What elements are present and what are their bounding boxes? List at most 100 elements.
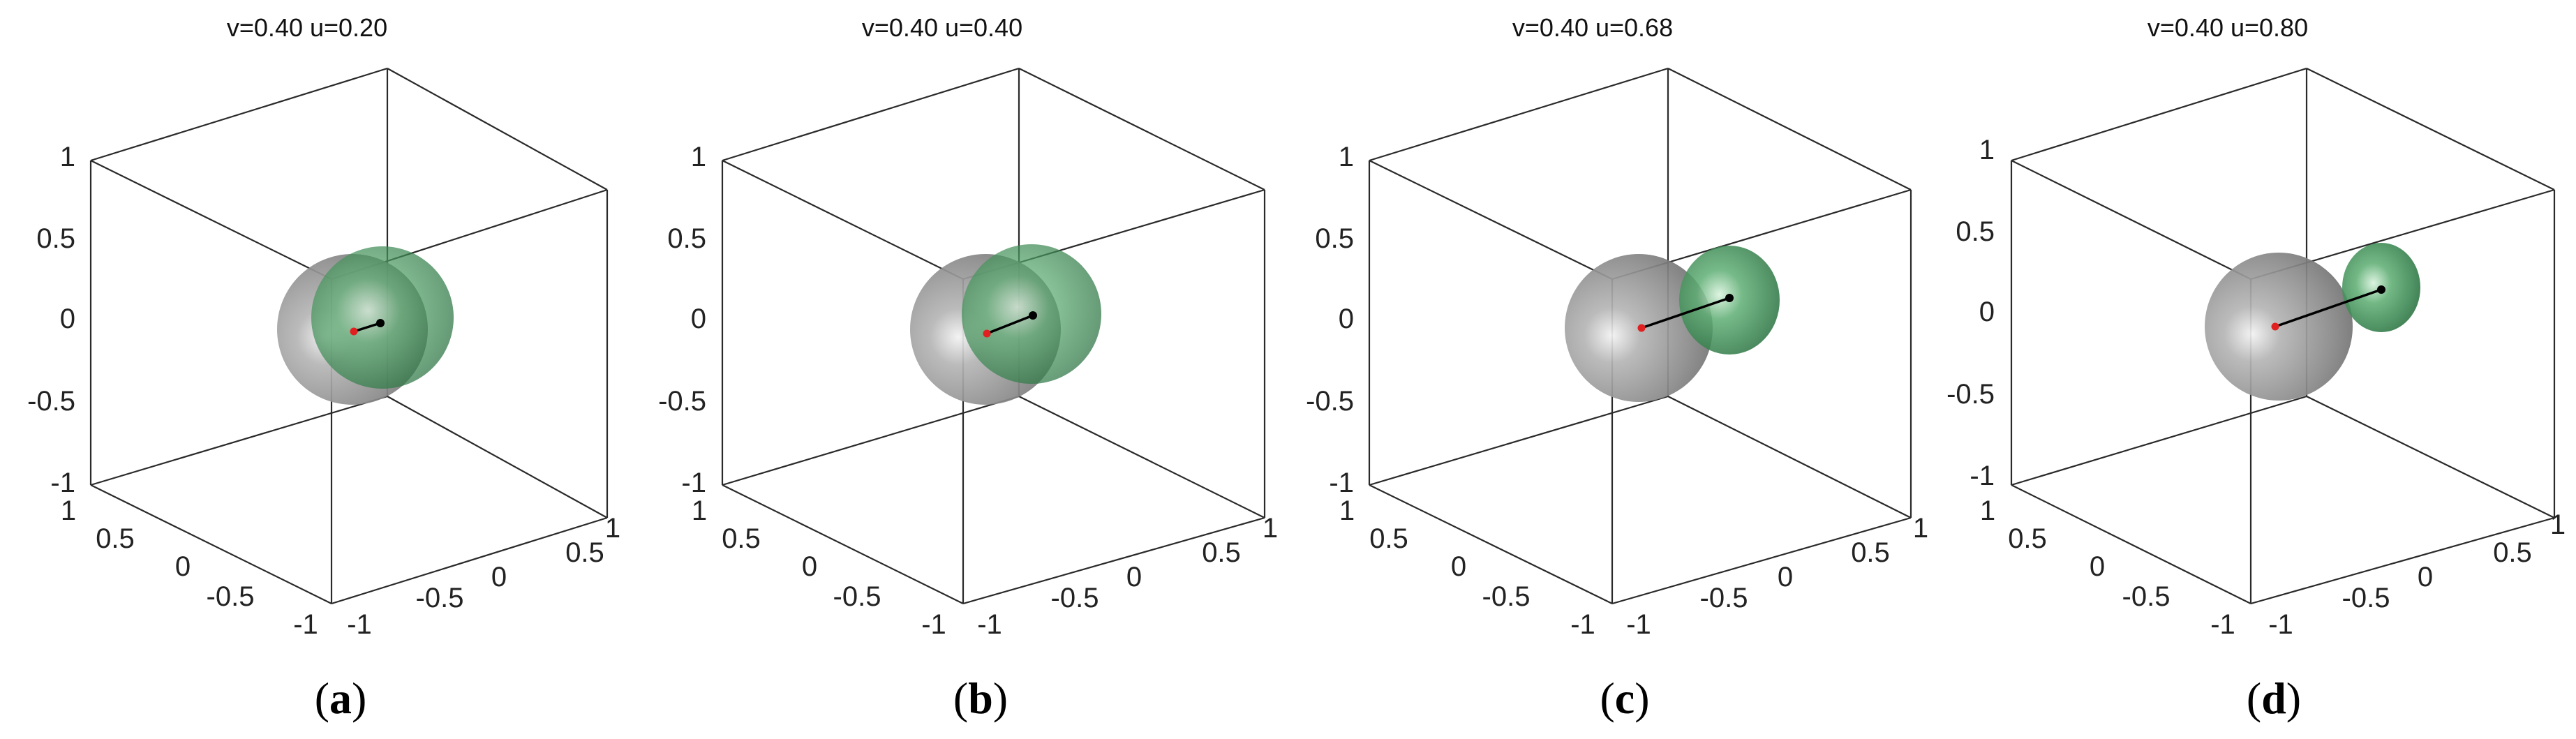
axis-tick-label: 0: [1979, 297, 1995, 327]
axis-tick-label: 0.5: [2008, 523, 2047, 554]
cube-edge: [1018, 396, 1265, 518]
cube-edge: [387, 396, 608, 518]
panel-c: v=0.40 u=0.68 1 0.5 0 -0.5 -1: [1306, 13, 1928, 723]
cube-edge: [90, 395, 388, 486]
panel-d: v=0.40 u=0.80 1 0.5 0 -0.5 -1: [1946, 13, 2566, 723]
axis-tick-label: -1: [1970, 461, 1995, 491]
axis-tick-label: 0.5: [36, 223, 75, 254]
axis-tick-label: 0.5: [565, 537, 604, 568]
axis-tick-label: 1: [1979, 135, 1995, 165]
red-center-d: [2271, 322, 2279, 331]
x-axis-ticks-a: 1 0.5 0 -0.5 -1: [61, 495, 318, 640]
cube-edge: [722, 395, 1020, 486]
axis-tick-label: -1: [1570, 609, 1595, 640]
cube-edge: [2306, 68, 2555, 191]
panel-label-part: ): [352, 673, 366, 723]
panel-title-a: v=0.40 u=0.20: [227, 13, 387, 42]
x-axis-ticks-b: 1 0.5 0 -0.5 -1: [692, 495, 946, 640]
panel-title-c: v=0.40 u=0.68: [1512, 13, 1673, 42]
axis-tick-label: 0: [2418, 562, 2433, 592]
panel-label-d: (d): [2247, 673, 2301, 723]
panel-label-part: ): [993, 673, 1008, 723]
axis-tick-label: -1: [681, 468, 706, 498]
axis-tick-label: 0: [491, 562, 507, 592]
axis-tick-label: 1: [1263, 513, 1278, 544]
red-center-a: [350, 327, 358, 336]
axis-tick-label: -0.5: [1946, 379, 1995, 410]
axis-tick-label: 1: [1980, 495, 1995, 526]
cube-frame-d: [2010, 67, 2556, 605]
cube-edge: [1611, 516, 1912, 605]
black-center-d: [2377, 285, 2385, 294]
red-center-b: [983, 329, 991, 338]
cube-edge: [2011, 484, 2251, 604]
cube-edge: [90, 484, 332, 604]
axis-tick-label: 0: [802, 551, 817, 582]
axis-tick-label: -0.5: [416, 583, 464, 613]
axis-tick-label: 1: [1339, 495, 1355, 526]
z-axis-ticks-b: 1 0.5 0 -0.5 -1: [658, 142, 706, 498]
cube-edge: [722, 67, 1020, 162]
axis-tick-label: 0.5: [722, 523, 761, 554]
panel-label-part: ): [1635, 673, 1649, 723]
cube-edge: [722, 160, 964, 280]
axis-tick-label: 0.5: [1956, 216, 1995, 247]
cube-edge: [1369, 484, 1613, 604]
cube-edge: [1369, 160, 1613, 280]
black-center-a: [376, 319, 385, 327]
panel-label-part: (: [953, 673, 968, 723]
z-axis-ticks-c: 1 0.5 0 -0.5 -1: [1306, 142, 1354, 498]
axis-tick-label: -0.5: [2342, 583, 2390, 613]
panel-title-b: v=0.40 u=0.40: [862, 13, 1022, 42]
axis-tick-label: 0.5: [1202, 537, 1241, 568]
panel-label-part: b: [968, 673, 993, 723]
cube-edge: [1018, 68, 1265, 191]
axis-tick-label: 0.5: [2493, 537, 2532, 568]
panel-label-part: (: [2247, 673, 2261, 723]
cube-edge: [90, 160, 332, 280]
axis-tick-label: -1: [1626, 609, 1651, 640]
axis-tick-label: 0: [175, 551, 191, 582]
y-axis-ticks-a: -1 -0.5 0 0.5 1: [347, 513, 620, 640]
axis-tick-label: -0.5: [1306, 386, 1354, 417]
axis-tick-label: 0.5: [96, 523, 135, 554]
axis-tick-label: -0.5: [1700, 583, 1748, 613]
center-link-a: [353, 322, 381, 333]
axis-tick-label: 0: [1339, 304, 1354, 334]
y-axis-ticks-b: -1 -0.5 0 0.5 1: [977, 513, 1278, 640]
panel-label-part: c: [1615, 673, 1635, 723]
cube-edge: [331, 516, 608, 605]
cube-edge: [962, 516, 1265, 605]
black-center-c: [1725, 294, 1734, 302]
axis-tick-label: -0.5: [2122, 581, 2171, 612]
axis-tick-label: -1: [2210, 609, 2235, 640]
red-center-c: [1637, 324, 1646, 332]
cube-edge: [2306, 396, 2555, 518]
cube-edge: [1667, 396, 1912, 518]
axis-tick-label: 0.5: [667, 223, 706, 254]
green-sphere-a: [311, 246, 454, 389]
axis-tick-label: -0.5: [27, 386, 75, 417]
axis-tick-label: 0: [691, 304, 706, 334]
axis-tick-label: -0.5: [658, 386, 706, 417]
cube-edge: [2250, 516, 2555, 605]
axis-tick-label: 1: [1339, 142, 1354, 172]
axis-tick-label: 1: [61, 495, 76, 526]
cube-edge: [1667, 68, 1912, 191]
axis-tick-label: 1: [1913, 513, 1928, 544]
axis-tick-label: 0: [60, 304, 75, 334]
black-center-b: [1029, 311, 1037, 320]
axis-tick-label: -1: [921, 609, 946, 640]
axis-tick-label: -0.5: [207, 581, 255, 612]
panel-label-a: (a): [315, 673, 367, 723]
axis-tick-label: 1: [691, 142, 706, 172]
axis-tick-label: 0.5: [1315, 223, 1354, 254]
axis-tick-label: -0.5: [1051, 583, 1099, 613]
axis-tick-label: -1: [1329, 468, 1354, 498]
axis-tick-label: 1: [60, 142, 75, 172]
x-axis-ticks-c: 1 0.5 0 -0.5 -1: [1339, 495, 1595, 640]
axis-tick-label: 0: [1451, 551, 1466, 582]
cube-frame-c: [1368, 67, 1912, 605]
panel-label-part: d: [2261, 673, 2286, 723]
